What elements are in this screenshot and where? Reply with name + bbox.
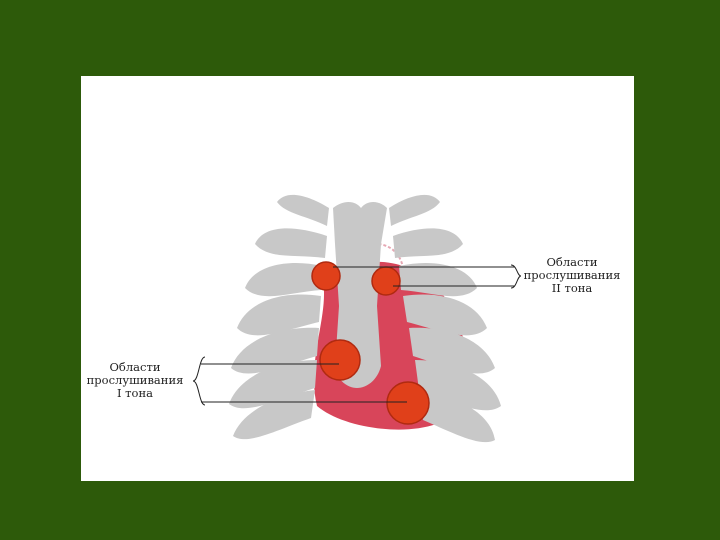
point-pulmonary [372,267,400,295]
point-tricuspid [320,340,360,380]
point-aortic [312,262,340,290]
label-second-tone-line3: II тона [516,282,628,295]
diagram-slide: Области прослушивания II тона Области пр… [81,76,634,481]
label-first-tone-line3: I тона [83,387,187,400]
ribs-left [229,195,329,439]
label-first-tone-areas: Области прослушивания I тона [83,361,187,400]
label-second-tone-areas: Области прослушивания II тона [516,256,628,295]
point-mitral [387,382,429,424]
